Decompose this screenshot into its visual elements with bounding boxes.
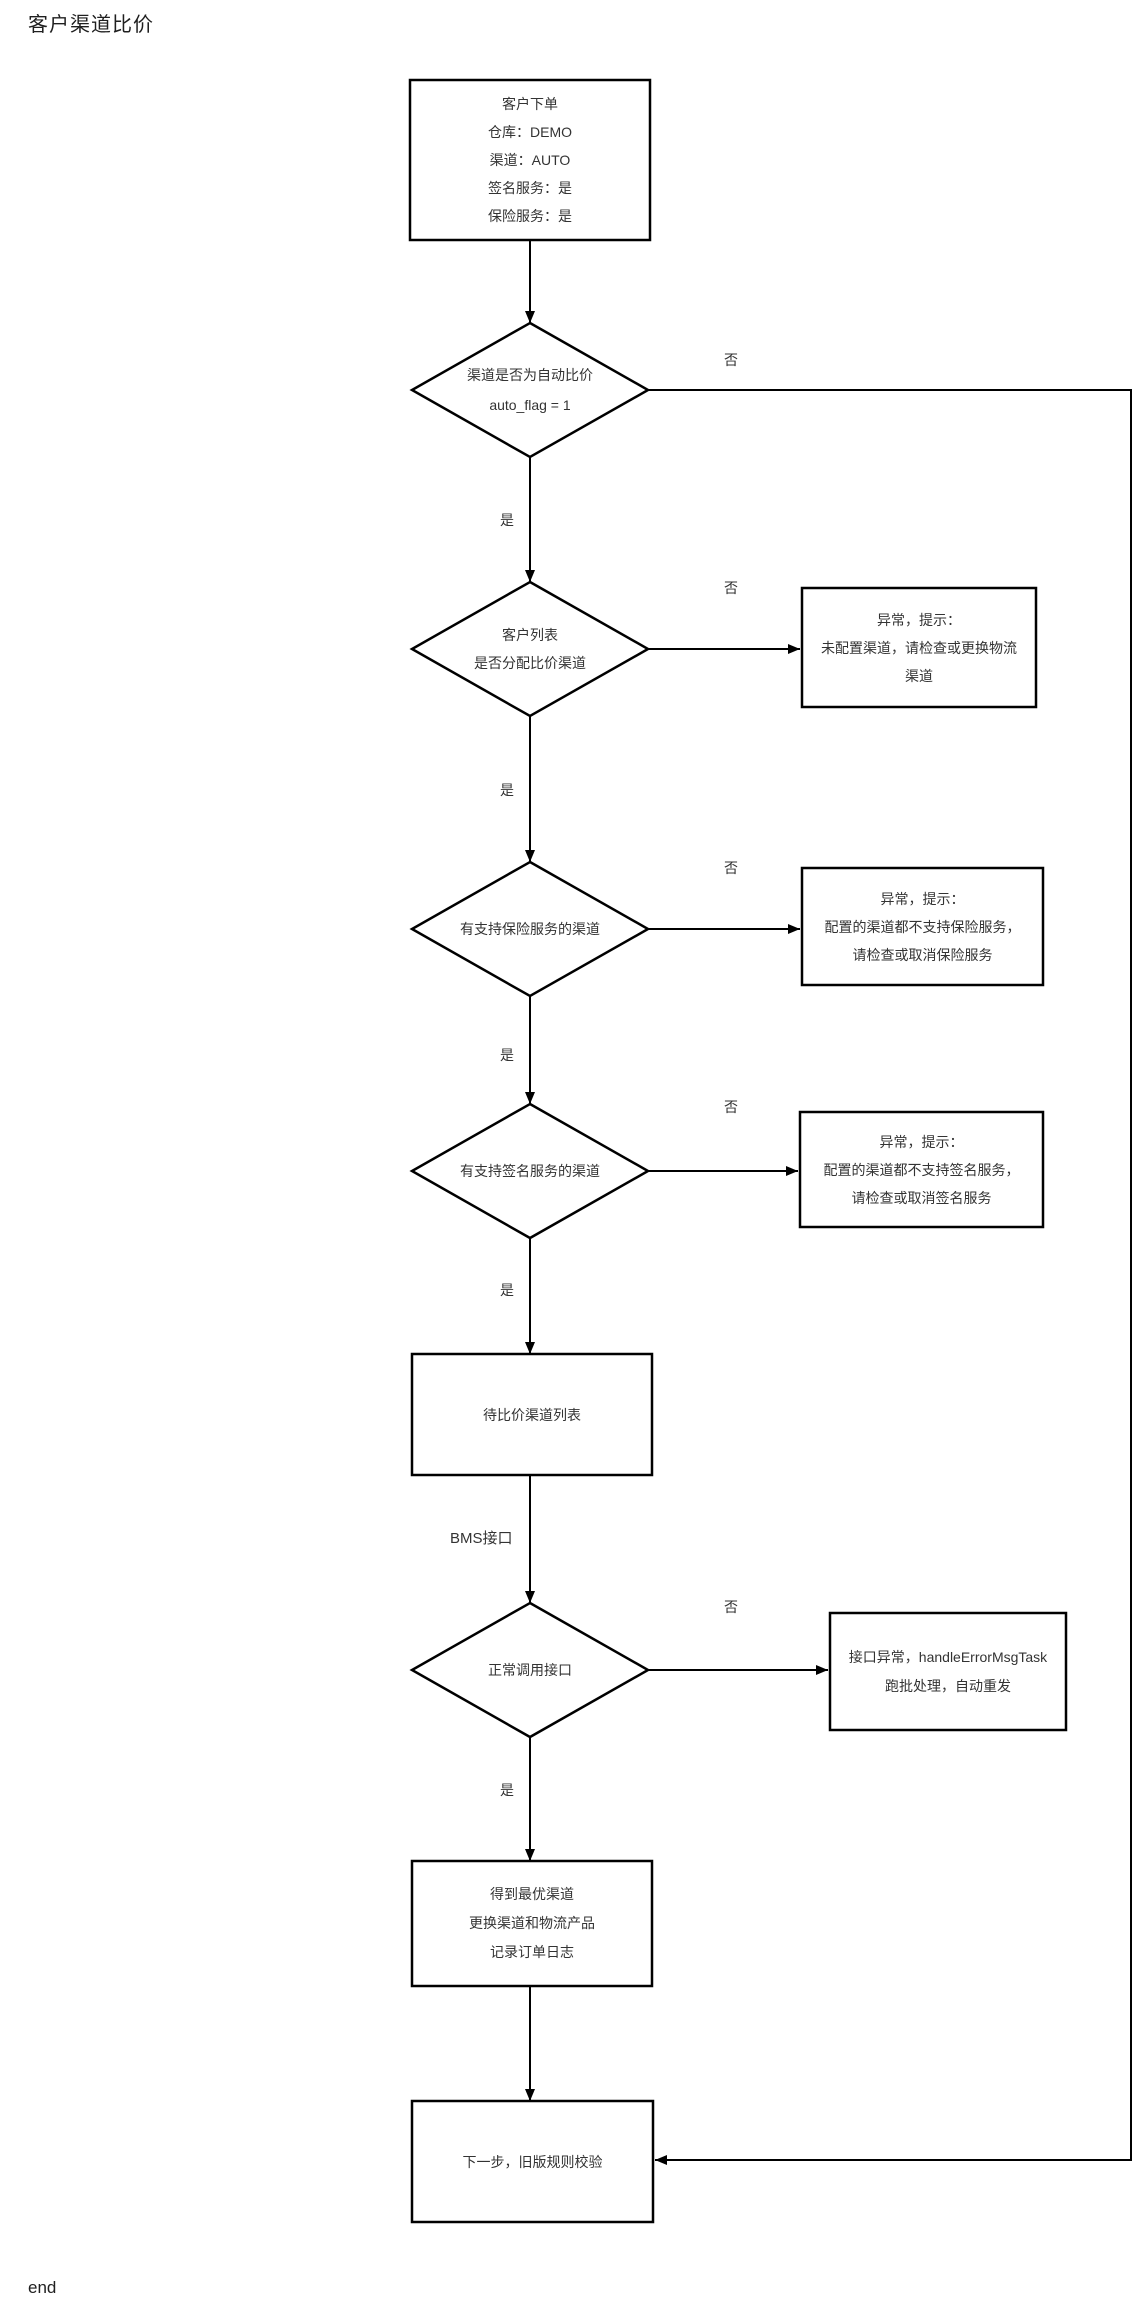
edge-label-no-signature: 否 — [722, 1097, 740, 1117]
edge-label-yes-insurance: 是 — [498, 1045, 516, 1065]
edge-group — [525, 240, 1132, 2165]
edge-label-no-insurance: 否 — [722, 858, 740, 878]
error-signature-shape — [798, 1110, 1045, 1229]
edge-auto-no-bypass — [648, 389, 1132, 2165]
node-shape-group — [408, 78, 1068, 2224]
pending-channel-list-shape — [410, 1352, 654, 1477]
error-no-channel-shape — [800, 586, 1038, 709]
best-channel-shape — [410, 1859, 654, 1988]
next-step-shape — [410, 2099, 655, 2224]
decision-api-call-shape — [409, 1601, 651, 1739]
edge-label-no-auto-pricing: 否 — [722, 350, 740, 370]
edge-label-bms-api: BMS接口 — [448, 1527, 515, 1548]
decision-signature-shape — [409, 1102, 651, 1240]
page-title: 客户渠道比价 — [28, 14, 154, 36]
edge-label-yes-auto-pricing: 是 — [498, 510, 516, 530]
edge-label-yes-customer-list: 是 — [498, 780, 516, 800]
edge-label-yes-api-call: 是 — [498, 1780, 516, 1800]
edge-label-no-customer-list: 否 — [722, 578, 740, 598]
decision-insurance-shape — [409, 860, 651, 998]
decision-customer-list-shape — [409, 580, 651, 718]
edge-label-no-api-call: 否 — [722, 1597, 740, 1617]
end-label: end — [28, 2278, 57, 2297]
edge-label-yes-signature: 是 — [498, 1280, 516, 1300]
start-node-shape — [408, 78, 652, 242]
error-api-shape — [828, 1611, 1068, 1732]
decision-auto-pricing-shape — [409, 321, 651, 459]
error-insurance-shape — [800, 866, 1045, 987]
